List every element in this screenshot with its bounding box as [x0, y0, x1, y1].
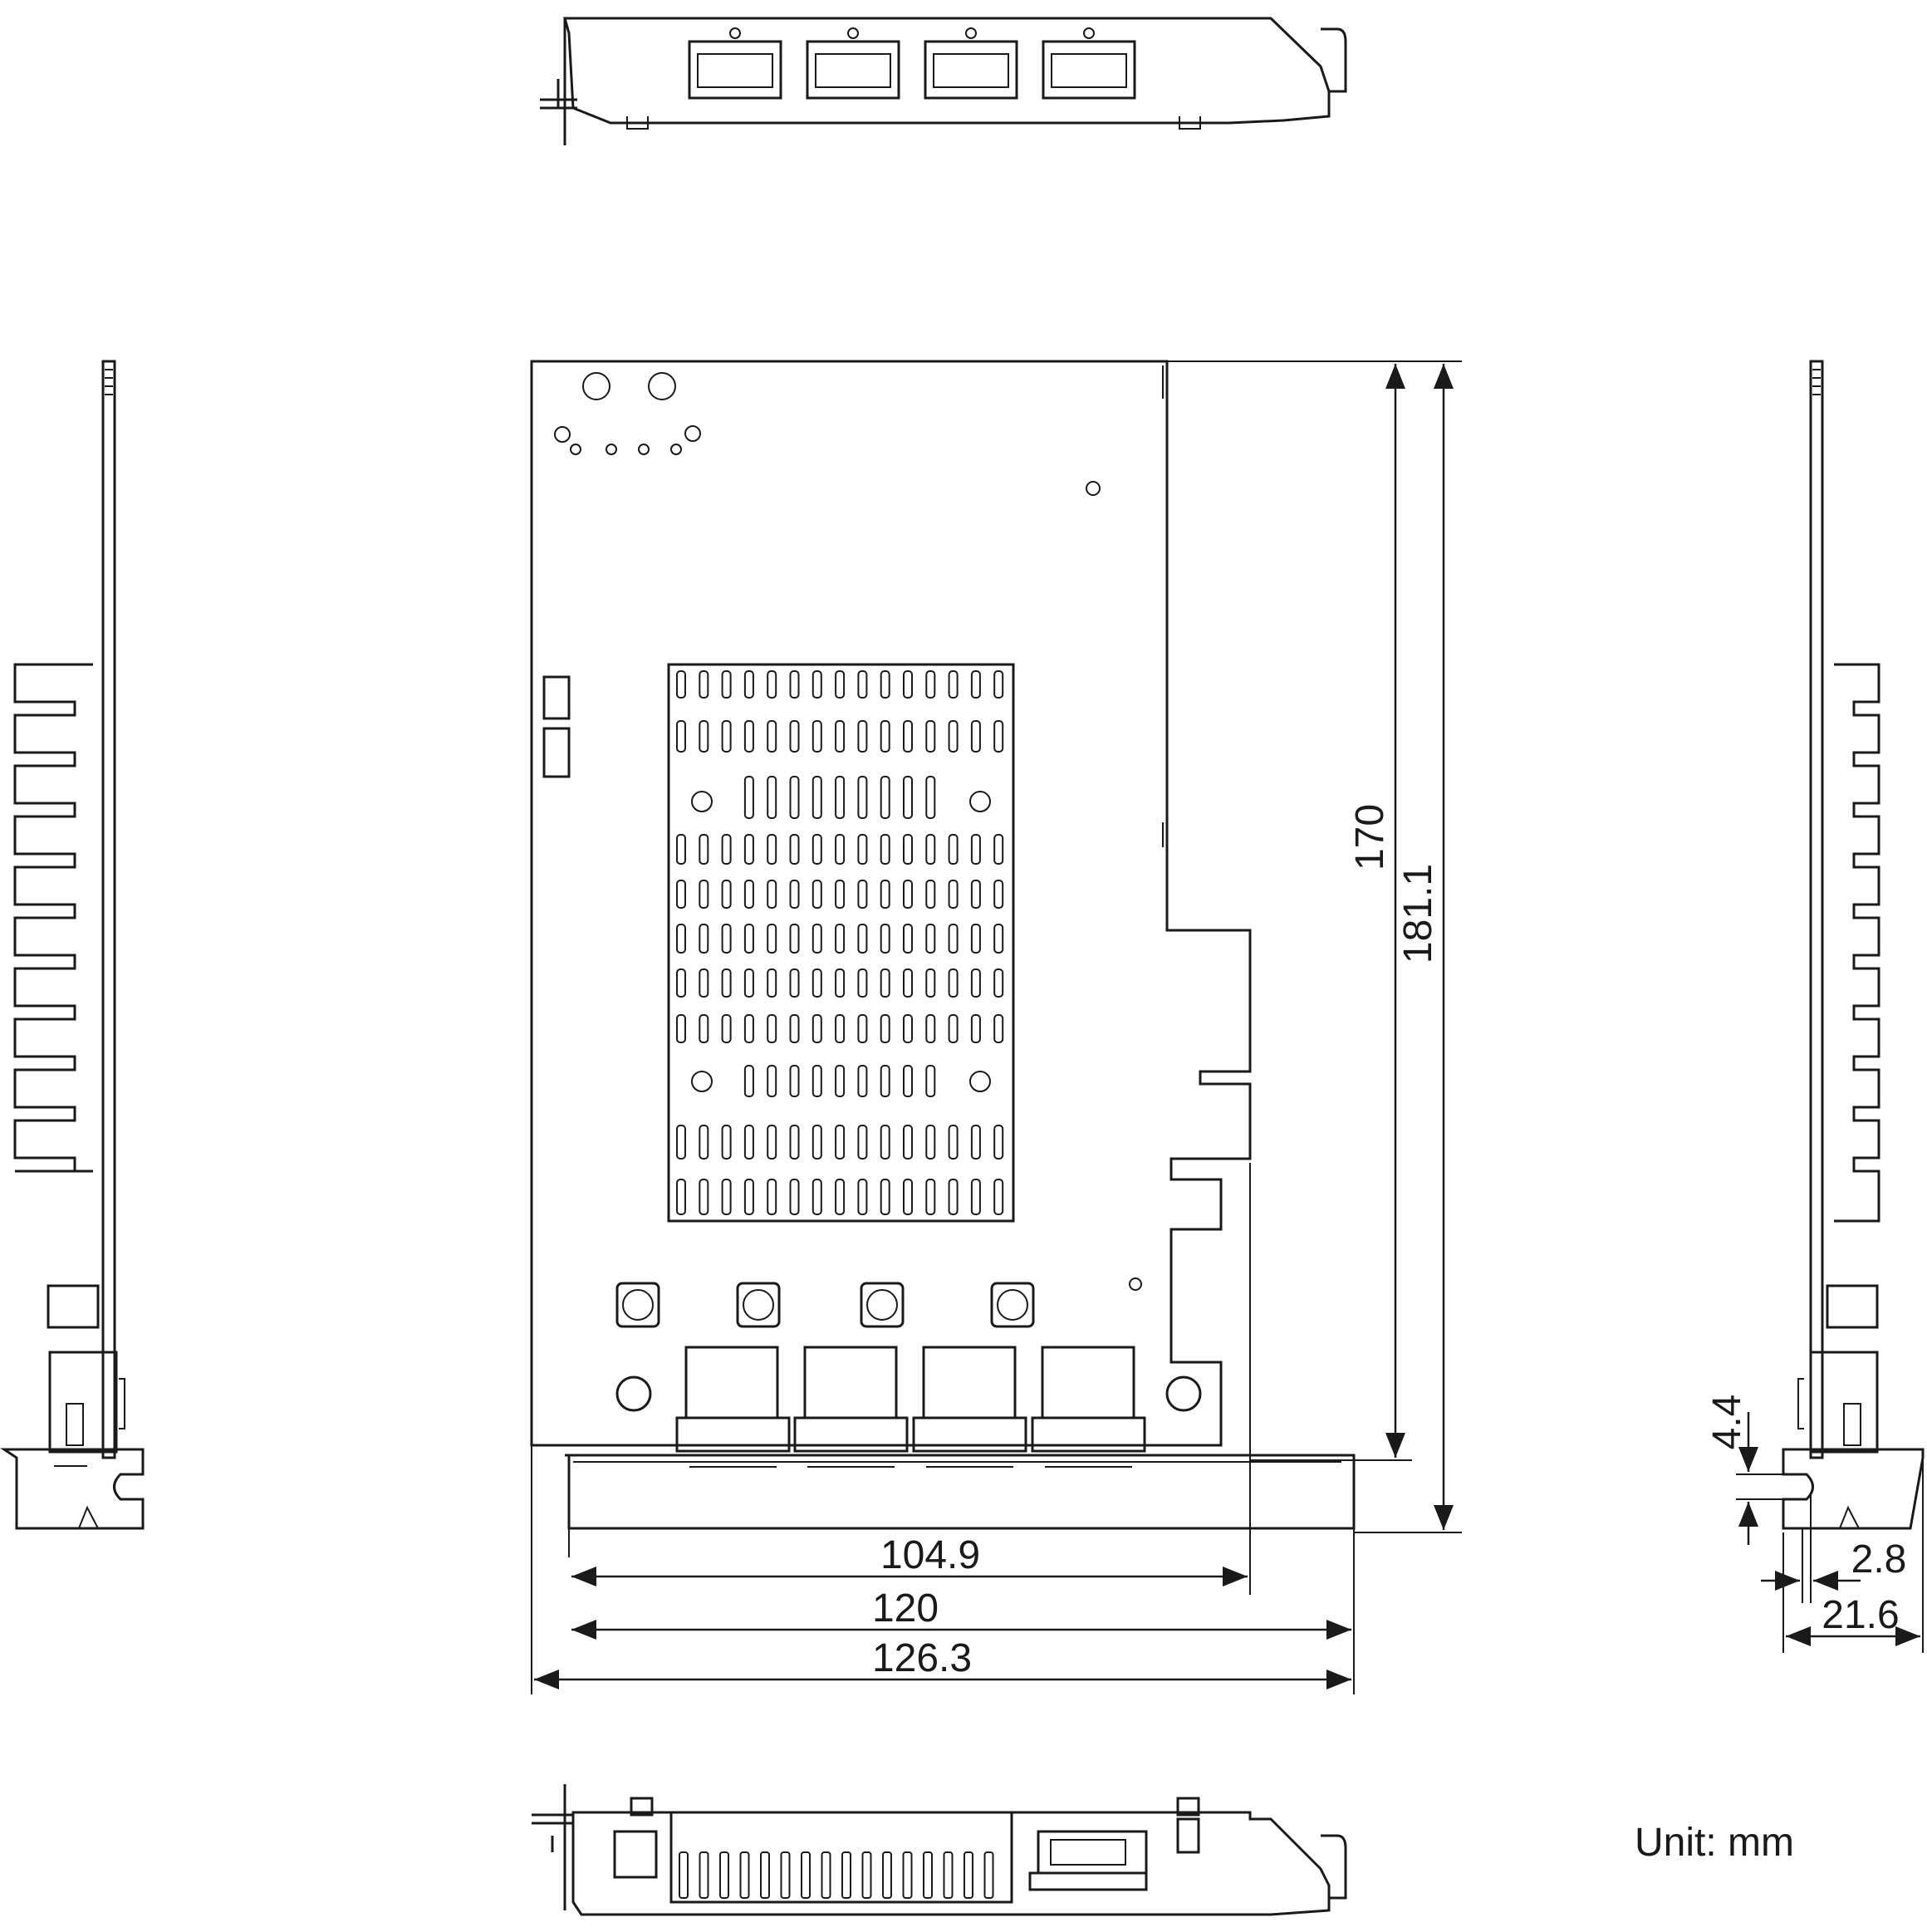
- led-3: [860, 1282, 905, 1328]
- dim-overall-height: 181.1: [1396, 864, 1440, 964]
- usb-connector-3: [912, 1346, 1027, 1453]
- dim-board-offset: 2.8: [1851, 1537, 1907, 1581]
- top-view: [540, 17, 1347, 145]
- led-4: [990, 1282, 1035, 1328]
- dim-bracket-offset: 4.4: [1705, 1395, 1749, 1450]
- usb-port-top-2: [806, 27, 900, 100]
- dim-pcb-length: 104.9: [880, 1533, 980, 1577]
- led-1: [615, 1282, 660, 1328]
- dim-bracket-inner: 120: [872, 1586, 939, 1630]
- led-2: [736, 1282, 781, 1328]
- usb-connector-4: [1031, 1346, 1146, 1453]
- usb-port-top-4: [1042, 27, 1136, 100]
- usb-connector-2: [793, 1346, 909, 1453]
- usb-port-top-3: [924, 27, 1018, 100]
- left-side-view: [0, 360, 145, 1530]
- usb-connector-1: [675, 1346, 791, 1453]
- usb-port-top-1: [688, 27, 782, 100]
- bottom-view: [532, 1784, 1347, 1916]
- unit-label: Unit: mm: [1635, 1821, 1794, 1865]
- dim-bracket-outer: 126.3: [872, 1636, 972, 1680]
- right-side-view: 4.4 2.8 21.6: [1705, 360, 1925, 1653]
- dim-card-height: 170: [1348, 804, 1392, 870]
- heatsink: [667, 663, 1015, 1223]
- front-view: [530, 360, 1356, 1530]
- dimensions: 170 181.1 104.9 120 126.3: [531, 360, 1462, 1694]
- dim-side-depth: 21.6: [1822, 1593, 1899, 1637]
